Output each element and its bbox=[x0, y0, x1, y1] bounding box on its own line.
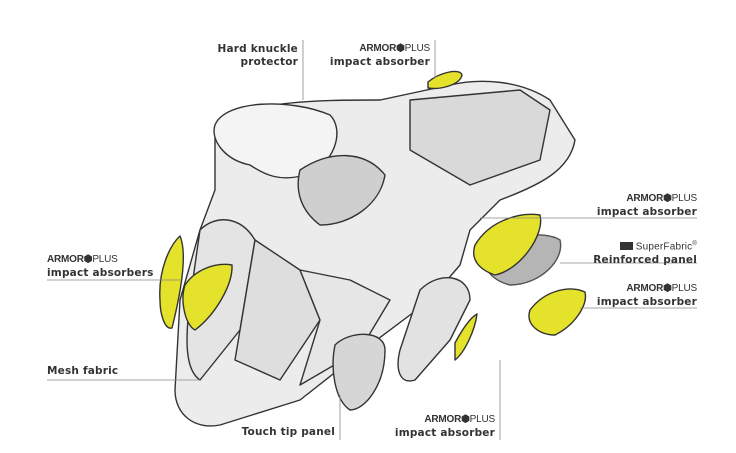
armorplus-logo: ARMOR⬢PLUS bbox=[626, 283, 697, 294]
label-text: impact absorbers bbox=[47, 266, 154, 279]
superfabric-logo: SuperFabric® bbox=[593, 238, 697, 254]
thumb bbox=[397, 276, 471, 382]
pad-left-2 bbox=[182, 263, 233, 331]
label-line: protector bbox=[240, 55, 298, 68]
label-text: Reinforced panel bbox=[593, 253, 697, 266]
armorplus-pads bbox=[159, 70, 587, 361]
label-right-absorber-1: ARMOR⬢PLUS impact absorber bbox=[597, 193, 697, 218]
label-text: impact absorber bbox=[596, 295, 697, 308]
label-text: impact absorber bbox=[329, 55, 430, 68]
glove-cuff bbox=[409, 89, 551, 186]
leader-lines bbox=[47, 40, 697, 440]
label-mesh-fabric: Mesh fabric bbox=[47, 365, 119, 377]
pad-bottom bbox=[454, 313, 478, 361]
armorplus-logo: ARMOR⬢PLUS bbox=[424, 414, 495, 425]
armorplus-logo: ARMOR⬢PLUS bbox=[626, 193, 697, 204]
label-line: Hard knuckle bbox=[217, 43, 298, 55]
armorplus-logo: ARMOR⬢PLUS bbox=[47, 254, 118, 265]
armorplus-logo: ARMOR⬢PLUS bbox=[359, 43, 430, 54]
label-text: impact absorber bbox=[596, 205, 697, 218]
superfabric-icon bbox=[619, 242, 633, 251]
pad-left-1 bbox=[159, 235, 184, 329]
touch-tip bbox=[332, 333, 386, 411]
label-touch-tip: Touch tip panel bbox=[241, 426, 335, 438]
mesh-panel bbox=[297, 154, 386, 226]
pad-right-2 bbox=[528, 288, 587, 336]
label-left-absorbers: ARMOR⬢PLUS impact absorbers bbox=[47, 254, 154, 279]
label-knuckle-protector: Hard knuckle protector bbox=[218, 43, 298, 68]
label-superfabric: SuperFabric® Reinforced panel bbox=[593, 238, 697, 266]
pad-top bbox=[427, 70, 463, 90]
pad-right-1 bbox=[473, 213, 542, 276]
label-bottom-absorber: ARMOR⬢PLUS impact absorber bbox=[395, 414, 495, 439]
label-text: impact absorber bbox=[394, 426, 495, 439]
label-right-absorber-2: ARMOR⬢PLUS impact absorber bbox=[597, 283, 697, 308]
label-top-absorber: ARMOR⬢PLUS impact absorber bbox=[330, 43, 430, 68]
